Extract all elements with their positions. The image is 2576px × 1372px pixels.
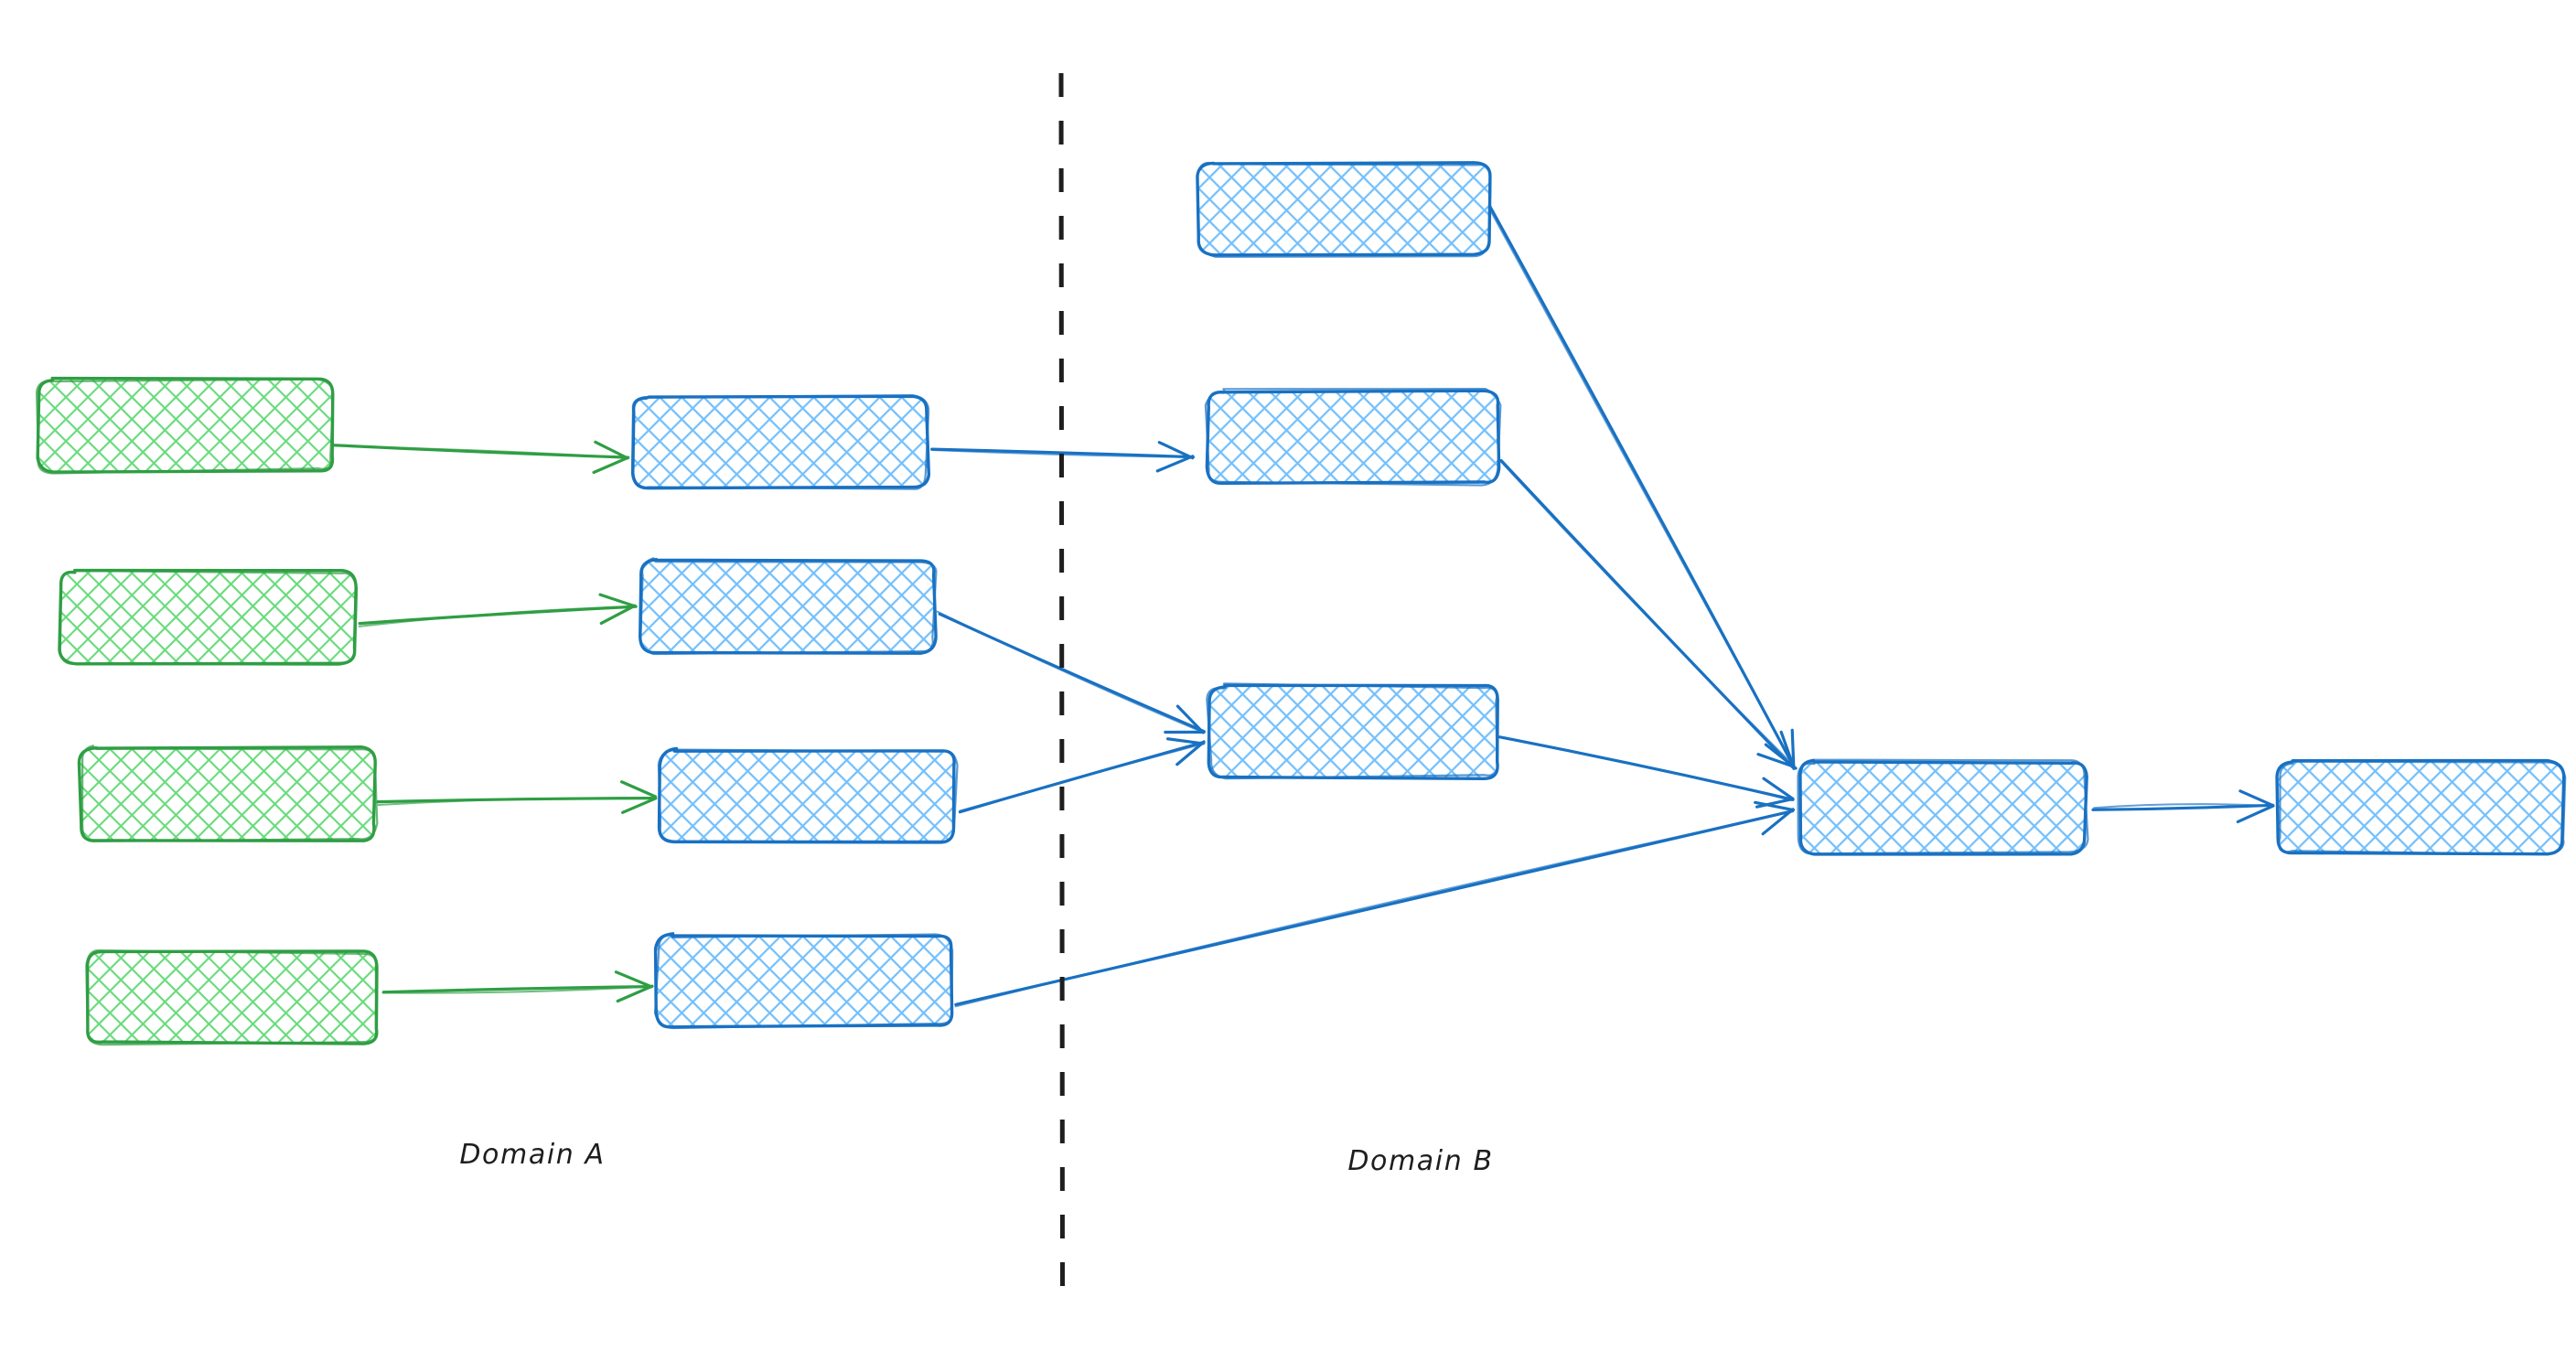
edge-line	[2091, 803, 2275, 811]
edge-arrowhead	[1790, 728, 1796, 770]
edge-arrowhead	[592, 456, 630, 475]
edge-arrowhead	[1754, 800, 1796, 812]
edge-arrowhead	[616, 984, 654, 1003]
node-outline	[35, 378, 335, 475]
edge-arrowhead	[594, 440, 629, 460]
node-fill	[633, 397, 928, 488]
node-src-3[interactable]	[77, 745, 379, 842]
edge-e-a3-b3[interactable]	[958, 737, 1206, 814]
node-fill	[660, 750, 955, 841]
edge-line	[1498, 735, 1793, 801]
edge-line	[381, 985, 654, 994]
nodes-layer	[35, 161, 2567, 1046]
edge-e-b3-hub[interactable]	[1498, 735, 1795, 809]
edge-arrowhead	[614, 970, 653, 989]
label-domain-b: Domain B	[1347, 1145, 1493, 1177]
edge-arrowhead	[1762, 777, 1795, 800]
node-outline	[1798, 758, 2088, 856]
node-outline	[630, 393, 930, 490]
node-a-2[interactable]	[639, 557, 938, 656]
edge-arrowhead	[2236, 804, 2275, 824]
edge-e-src2-a2[interactable]	[358, 593, 638, 627]
edge-line	[358, 605, 637, 626]
edge-line	[959, 742, 1206, 812]
node-outline	[85, 949, 378, 1046]
edge-arrowhead	[1157, 441, 1195, 460]
edge-line	[333, 445, 630, 459]
node-outline	[1797, 758, 2089, 855]
node-fill	[38, 380, 333, 471]
edge-e-a1-b2[interactable]	[930, 441, 1196, 473]
node-outline	[2278, 760, 2567, 856]
label-domain-a: Domain A	[459, 1139, 605, 1171]
edge-arrowhead	[1155, 455, 1195, 473]
node-b-2[interactable]	[1204, 388, 1502, 487]
node-src-4[interactable]	[85, 949, 379, 1046]
edge-arrowhead	[598, 593, 638, 608]
node-outline	[1197, 161, 1492, 258]
edge-line	[381, 985, 653, 994]
node-hub[interactable]	[1797, 758, 2089, 856]
edge-e-b2-hub[interactable]	[1498, 458, 1796, 769]
node-outline	[653, 931, 954, 1030]
node-outline	[639, 557, 938, 656]
edge-e-src3-a3[interactable]	[376, 780, 658, 814]
edge-arrowhead	[2238, 789, 2274, 808]
edge-line	[2093, 803, 2274, 809]
edges-layer	[332, 204, 2275, 1008]
node-fill	[80, 748, 375, 840]
edge-e-b1-hub[interactable]	[1487, 204, 1798, 770]
edge-e-src4-a4[interactable]	[381, 970, 654, 1003]
edge-line	[358, 605, 637, 627]
edge-arrowhead	[1756, 753, 1796, 768]
node-b-1[interactable]	[1196, 161, 1492, 258]
node-b-3[interactable]	[1206, 682, 1499, 781]
node-fill	[1198, 163, 1489, 254]
edge-arrowhead	[1165, 737, 1205, 745]
node-outline	[81, 745, 379, 842]
domain-divider	[1058, 72, 1065, 1291]
node-outline	[1206, 682, 1499, 780]
edge-e-hub-out[interactable]	[2091, 789, 2275, 824]
edge-e-a4-hub[interactable]	[954, 800, 1796, 1008]
divider-layer	[1058, 72, 1065, 1291]
node-a-3[interactable]	[657, 746, 959, 844]
edge-arrowhead	[1175, 704, 1205, 734]
node-fill	[60, 572, 355, 663]
edge-line	[936, 610, 1205, 734]
node-outline	[657, 748, 959, 843]
edge-arrowhead	[621, 797, 658, 814]
edge-arrowhead	[1779, 730, 1795, 767]
edge-e-a2-b3[interactable]	[936, 610, 1206, 734]
labels-layer: Domain A Domain B	[459, 1139, 1493, 1177]
node-fill	[640, 561, 935, 652]
edge-e-src1-a1[interactable]	[332, 440, 630, 475]
node-a-4[interactable]	[653, 931, 954, 1030]
node-src-2[interactable]	[58, 568, 359, 667]
edge-line	[377, 797, 655, 806]
edge-line	[930, 449, 1196, 458]
edge-arrowhead	[599, 604, 637, 626]
node-outline	[59, 569, 359, 667]
node-out[interactable]	[2275, 758, 2567, 856]
edge-line	[954, 810, 1794, 1008]
node-fill	[1800, 762, 2086, 853]
node-fill	[2278, 762, 2563, 853]
node-outline	[1204, 388, 1502, 487]
node-fill	[1209, 686, 1498, 777]
edge-line	[1498, 458, 1796, 767]
edge-arrowhead	[1761, 808, 1795, 836]
node-src-1[interactable]	[35, 376, 335, 475]
edge-arrowhead	[619, 780, 658, 799]
node-fill	[1208, 391, 1498, 483]
edge-arrowhead	[1175, 740, 1206, 766]
node-fill	[87, 951, 378, 1043]
node-a-1[interactable]	[630, 393, 931, 490]
edge-arrowhead	[1755, 797, 1795, 809]
node-fill	[657, 935, 951, 1026]
edge-line	[1487, 207, 1796, 769]
